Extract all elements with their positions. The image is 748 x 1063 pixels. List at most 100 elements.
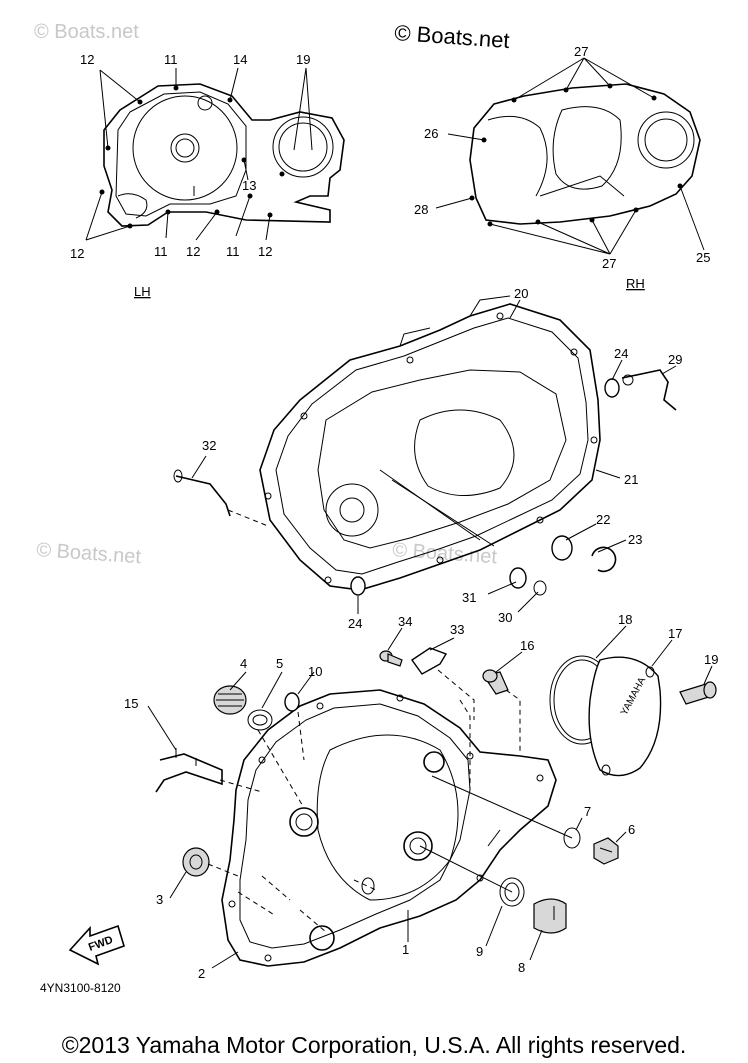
drain-plug-6-slot	[599, 847, 613, 853]
leader-25	[679, 185, 705, 251]
cover-center-hole-inner	[409, 837, 427, 855]
callout-10: 10	[308, 664, 322, 679]
leader-14	[229, 67, 239, 101]
bracket-32	[175, 475, 231, 517]
leader-24a	[611, 359, 623, 381]
leader-12a	[99, 69, 141, 149]
callout-29: 29	[668, 352, 682, 367]
callout-5: 5	[276, 656, 283, 671]
cover-inner-outline	[239, 703, 471, 949]
callout-30: 30	[498, 610, 512, 625]
callout-19: 19	[296, 52, 310, 67]
lh-inner-outline	[115, 91, 247, 217]
callout-28: 28	[414, 202, 428, 217]
crankshaft-bore-inner	[339, 497, 365, 523]
leader-21	[595, 469, 621, 479]
leader-3	[169, 871, 187, 899]
bolt-hole	[258, 756, 266, 764]
bracket-32-end	[173, 469, 183, 483]
bolt-hole	[396, 694, 404, 702]
leader-7-line	[431, 775, 573, 839]
collar-31	[509, 567, 527, 589]
leader-29	[661, 365, 677, 375]
leader-10	[297, 671, 315, 695]
cover-hidden-lines	[237, 875, 327, 933]
bolt-hole	[536, 516, 544, 524]
leader-13	[243, 159, 249, 181]
callout-13: 13	[242, 178, 256, 193]
callout-15: 15	[124, 696, 138, 711]
dowel-pin-24	[350, 576, 366, 596]
crankcase-cover-assembly: YAMAHA	[68, 625, 717, 969]
callout-31: 31	[462, 590, 476, 605]
o-ring-5	[247, 709, 273, 731]
view-label-lh: LH	[134, 284, 151, 299]
rh-ring-inner	[644, 118, 688, 162]
bolt-hole	[570, 348, 578, 356]
leader-11b	[165, 211, 169, 239]
bolt-hole	[536, 774, 544, 782]
rh-inner-arc	[487, 115, 548, 197]
callout-32: 32	[202, 438, 216, 453]
lh-right-ring-inner	[278, 122, 328, 172]
callout-6: 6	[628, 822, 635, 837]
callout-12: 12	[70, 246, 84, 261]
callout-8: 8	[518, 960, 525, 975]
callout-24: 24	[614, 346, 628, 361]
leader-12c	[195, 211, 218, 241]
bolt-hole	[406, 356, 414, 364]
callout-34: 34	[398, 614, 412, 629]
gasket-top-tab	[469, 295, 511, 317]
diagram-code: 4YN3100-8120	[40, 981, 121, 995]
oil-filler-hole	[289, 807, 319, 837]
lh-cover-outline	[103, 83, 345, 227]
leader-15	[147, 705, 177, 751]
copyright-notice: ©2013 Yamaha Motor Corporation, U.S.A. A…	[61, 1032, 687, 1058]
leader-6	[615, 831, 627, 843]
cover-17-tab	[601, 764, 611, 776]
callout-24: 24	[348, 616, 362, 631]
dowel-pin-24	[604, 378, 620, 398]
callout-21: 21	[624, 472, 638, 487]
cover-hidden-lines	[459, 699, 471, 790]
leader-20	[509, 299, 521, 319]
cover-lower-boss	[309, 925, 335, 951]
leader-5	[261, 671, 283, 709]
guide-screw-16	[505, 689, 521, 752]
drain-plug-6	[593, 837, 619, 865]
leader-7	[575, 817, 583, 831]
lh-center-hole-inner	[175, 138, 195, 158]
leader-32	[191, 455, 207, 479]
lh-right-ring-outer	[272, 116, 334, 178]
gasket-inner	[275, 317, 589, 575]
leader-2	[211, 951, 239, 969]
cover-outline	[221, 689, 557, 967]
rh-ring-outer	[637, 111, 695, 169]
plug-cap-8	[533, 898, 567, 934]
gasket-9-inner	[504, 882, 520, 902]
callout-14: 14	[233, 52, 247, 67]
crankshaft-bore	[325, 483, 379, 537]
leader-31	[487, 581, 517, 595]
callout-12: 12	[186, 244, 200, 259]
leader-4	[229, 671, 247, 691]
bolt-hole	[316, 702, 324, 710]
lh-small-boss	[197, 95, 213, 111]
view-label-rh: RH	[626, 276, 645, 291]
leader-28	[435, 197, 473, 209]
rh-seal-view	[435, 57, 705, 255]
gasket-rib	[399, 327, 431, 347]
bolt-hole	[496, 312, 504, 320]
leader-12b	[85, 191, 131, 241]
oil-filler-hole-inner	[295, 813, 313, 831]
lh-cover-disc	[132, 95, 238, 201]
leader-26	[447, 133, 485, 141]
o-ring-5-inner	[252, 714, 268, 726]
bracket-29	[621, 369, 677, 411]
callout-3: 3	[156, 892, 163, 907]
watermark-mid-left: © Boats.net	[36, 539, 143, 568]
oil-seal-3-inner	[189, 854, 203, 870]
clamp-33	[411, 647, 448, 675]
leader-34	[387, 627, 403, 651]
leader-9	[485, 905, 503, 947]
